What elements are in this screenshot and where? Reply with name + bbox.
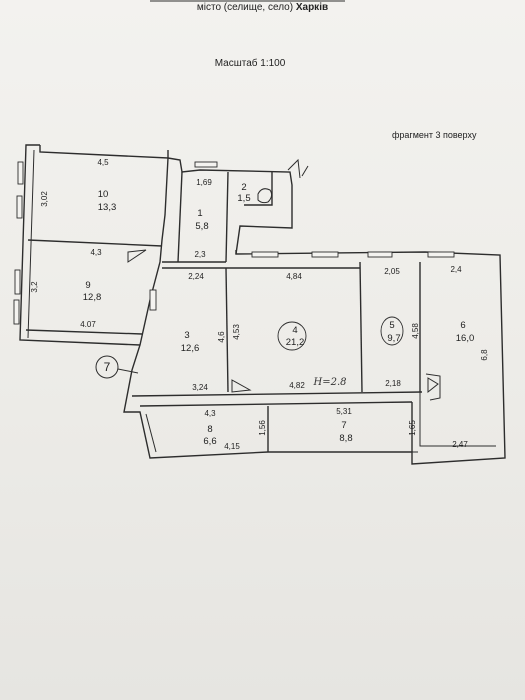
room-5-area: 9,7 xyxy=(387,333,400,344)
room-9-area: 12,8 xyxy=(83,292,102,303)
outer-wall-inner-line xyxy=(27,149,496,453)
city-name: Харків xyxy=(295,2,329,13)
dim-4-84: 4,84 xyxy=(286,272,302,281)
room-1-number: 1 xyxy=(197,208,202,219)
room-10-number: 10 xyxy=(98,189,109,200)
room-3-area: 12,6 xyxy=(181,343,200,354)
door-triangle-6 xyxy=(427,377,439,394)
room-9-number: 9 xyxy=(85,280,90,291)
wall-3-4 xyxy=(225,267,229,393)
room-6-number: 6 xyxy=(460,320,465,331)
dim-4-82: 4,82 xyxy=(289,381,305,390)
room-2-number: 2 xyxy=(241,182,246,193)
window-5 xyxy=(367,251,393,258)
dim-3-2: 3,2 xyxy=(30,281,39,293)
room-5-circle xyxy=(380,316,404,346)
dim-2-3: 2,3 xyxy=(194,250,206,259)
dim-4-5: 4,5 xyxy=(97,158,109,167)
city-label: місто (селище, село) xyxy=(196,2,294,13)
outer-wall-west xyxy=(123,157,506,465)
fragment-label: фрагмент 3 поверху xyxy=(392,130,477,140)
dim-4-15: 4,15 xyxy=(224,442,240,451)
wall-10-9 xyxy=(27,239,163,247)
room-5-number: 5 xyxy=(389,320,394,331)
window-1 xyxy=(194,161,218,168)
room-8-area: 6,6 xyxy=(203,436,216,447)
dim-1-65: 1,65 xyxy=(408,420,417,436)
outer-wall-left-block xyxy=(19,144,169,346)
city-line: місто (селище, село) Харків xyxy=(0,2,525,13)
scale-label: Масштаб 1:100 xyxy=(214,58,286,69)
windows xyxy=(13,161,455,325)
room-labels: 10 13,3 9 12,8 1 5,8 2 1,5 3 12,6 4 21,2… xyxy=(83,182,475,447)
dim-3-02: 3,02 xyxy=(40,191,49,207)
room-2-area: 1,5 xyxy=(237,193,250,204)
wall-2-right xyxy=(244,172,273,206)
window-9b xyxy=(13,299,20,325)
dim-1-69: 1,69 xyxy=(196,178,212,187)
room-4-circle xyxy=(277,321,307,351)
dim-2-24: 2,24 xyxy=(188,272,204,281)
window-9a xyxy=(14,269,21,295)
room-3-number: 3 xyxy=(184,330,189,341)
section-marker: 7 xyxy=(104,360,111,374)
window-4b xyxy=(311,251,339,258)
dim-2-4: 2,4 xyxy=(450,265,462,274)
dim-4-3-top: 4,3 xyxy=(90,248,102,257)
entrance-door xyxy=(287,158,309,179)
room-1-area: 5,8 xyxy=(195,221,208,232)
wall-6-inner xyxy=(425,373,441,401)
dim-4-6: 4,6 xyxy=(217,331,226,343)
dim-2-47: 2,47 xyxy=(452,440,468,449)
window-3 xyxy=(149,289,157,311)
wall-corridor-top xyxy=(131,391,423,397)
dim-4-58: 4,58 xyxy=(411,323,420,339)
wall-1-left xyxy=(177,171,183,263)
window-10b xyxy=(16,195,23,219)
dim-2-05: 2,05 xyxy=(384,267,400,276)
window-6 xyxy=(427,251,455,258)
room-4-number: 4 xyxy=(292,325,297,336)
room-6-area: 16,0 xyxy=(456,333,475,344)
section-marker-line xyxy=(117,368,139,374)
height-note: Н=2.8 xyxy=(312,377,346,388)
room-7-number: 7 xyxy=(341,420,346,431)
room-7-area: 8,8 xyxy=(339,433,352,444)
wall-4-5 xyxy=(359,261,363,393)
dim-5-31: 5,31 xyxy=(336,407,352,416)
window-10a xyxy=(17,161,24,185)
dim-4-53: 4,53 xyxy=(232,324,241,340)
section-marker-circle xyxy=(95,355,119,379)
room-8-number: 8 xyxy=(207,424,212,435)
dim-1-56: 1,56 xyxy=(258,420,267,436)
dimension-labels: 4,5 3,02 4,3 3,2 4.07 1,69 2,3 2,24 4,84… xyxy=(30,158,489,451)
dim-6-8: 6,8 xyxy=(480,349,489,361)
toilet-fixture xyxy=(257,188,273,204)
dim-2-18: 2,18 xyxy=(385,379,401,388)
dim-4-3-bottom: 4,3 xyxy=(204,409,216,418)
wall-corridor-bottom xyxy=(139,401,413,407)
dim-4-07: 4.07 xyxy=(80,320,96,329)
outer-wall-top xyxy=(167,157,293,255)
wall-1-right xyxy=(225,171,229,263)
door-triangle-4 xyxy=(231,379,252,393)
door-triangle-9 xyxy=(127,249,147,263)
room-10-area: 13,3 xyxy=(98,202,117,213)
window-4a xyxy=(251,251,279,258)
room-4-area: 21,2 xyxy=(286,337,305,348)
wall-9-bottom xyxy=(25,329,143,335)
dim-3-24: 3,24 xyxy=(192,383,208,392)
